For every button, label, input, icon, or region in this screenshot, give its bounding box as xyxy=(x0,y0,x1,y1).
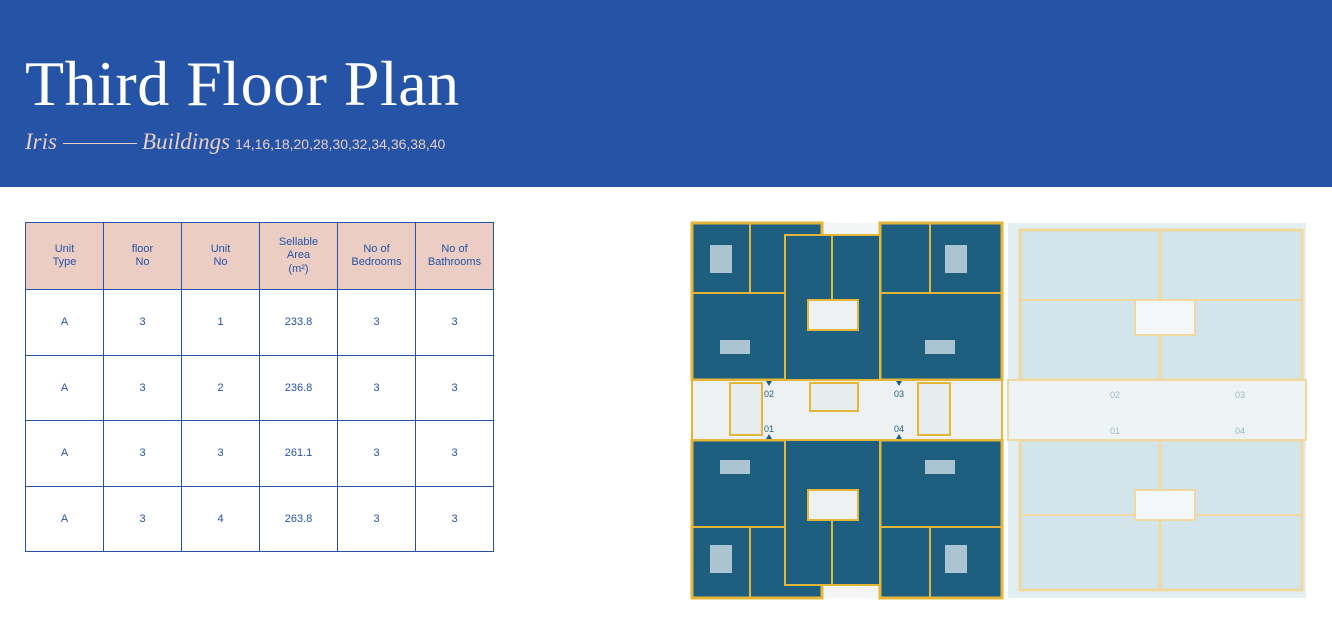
cell-bathrooms: 3 xyxy=(415,420,494,487)
elevator-core xyxy=(809,382,859,412)
ghost-unit-label: 03 xyxy=(1235,390,1245,400)
subtitle-model: Iris xyxy=(25,129,57,154)
cell-bathrooms: 3 xyxy=(415,289,494,356)
cell-bathrooms: 3 xyxy=(415,355,494,421)
floor-plan-drawing: 02 03 01 04 xyxy=(690,221,1307,600)
room-furniture xyxy=(945,545,967,573)
cell-bedrooms: 3 xyxy=(337,355,416,421)
page-subtitle: Iris Buildings 14,16,18,20,28,30,32,34,3… xyxy=(25,129,445,155)
light-well-bottom xyxy=(807,489,859,521)
subtitle-divider xyxy=(62,143,137,144)
cell-bathrooms: 3 xyxy=(415,486,494,552)
stair-core-right xyxy=(917,382,951,436)
unit-label: 01 xyxy=(764,424,774,434)
unit-04-entry-arrow xyxy=(896,434,902,439)
cell-floor-no: 3 xyxy=(103,420,182,487)
dining-table xyxy=(720,460,750,474)
cell-bedrooms: 3 xyxy=(337,486,416,552)
cell-unit-type: A xyxy=(25,486,104,552)
cell-unit-no: 1 xyxy=(181,289,260,356)
dining-table xyxy=(925,340,955,354)
unit-03-entry-arrow xyxy=(896,381,902,386)
cell-bedrooms: 3 xyxy=(337,289,416,356)
unit-01-entry-arrow xyxy=(766,434,772,439)
unit-label: 04 xyxy=(894,424,904,434)
cell-sellable-area: 233.8 xyxy=(259,289,338,356)
cell-bedrooms: 3 xyxy=(337,420,416,487)
cell-unit-no: 4 xyxy=(181,486,260,552)
room-furniture xyxy=(710,245,732,273)
ghost-corridor xyxy=(1007,379,1307,441)
room-furniture xyxy=(945,245,967,273)
unit-02-entry-arrow xyxy=(766,381,772,386)
table-row: A 3 3 261.1 3 3 xyxy=(25,420,494,487)
unit-label: 02 xyxy=(764,389,774,399)
unit-label: 03 xyxy=(894,389,904,399)
page-title: Third Floor Plan xyxy=(25,48,460,119)
room-furniture xyxy=(710,545,732,573)
cell-unit-type: A xyxy=(25,289,104,356)
cell-unit-type: A xyxy=(25,420,104,487)
cell-floor-no: 3 xyxy=(103,289,182,356)
main-building-plan: 02 03 01 04 xyxy=(690,221,1004,600)
dining-table xyxy=(720,340,750,354)
subtitle-buildings-label: Buildings xyxy=(141,129,231,154)
adjacent-building-ghost: 02 03 01 04 xyxy=(1007,223,1307,598)
ghost-core xyxy=(1134,299,1196,336)
cell-floor-no: 3 xyxy=(103,486,182,552)
subtitle-buildings-numbers: 14,16,18,20,28,30,32,34,36,38,40 xyxy=(235,136,446,152)
stair-core-left xyxy=(729,382,763,436)
cell-sellable-area: 263.8 xyxy=(259,486,338,552)
ghost-core xyxy=(1134,489,1196,521)
cell-floor-no: 3 xyxy=(103,355,182,421)
cell-unit-no: 3 xyxy=(181,420,260,487)
light-well-top xyxy=(807,299,859,331)
cell-sellable-area: 236.8 xyxy=(259,355,338,421)
dining-table xyxy=(925,460,955,474)
cell-unit-type: A xyxy=(25,355,104,421)
ghost-unit-label: 01 xyxy=(1110,426,1120,436)
table-row: A 3 4 263.8 3 3 xyxy=(25,486,494,552)
table-row: A 3 1 233.8 3 3 xyxy=(25,289,494,356)
table-row: A 3 2 236.8 3 3 xyxy=(25,355,494,421)
cell-sellable-area: 261.1 xyxy=(259,420,338,487)
unit-03-area xyxy=(878,221,1004,382)
cell-unit-no: 2 xyxy=(181,355,260,421)
ghost-unit-label: 02 xyxy=(1110,390,1120,400)
header-banner: Third Floor Plan Iris Buildings 14,16,18… xyxy=(0,0,1332,187)
ghost-unit-label: 04 xyxy=(1235,426,1245,436)
